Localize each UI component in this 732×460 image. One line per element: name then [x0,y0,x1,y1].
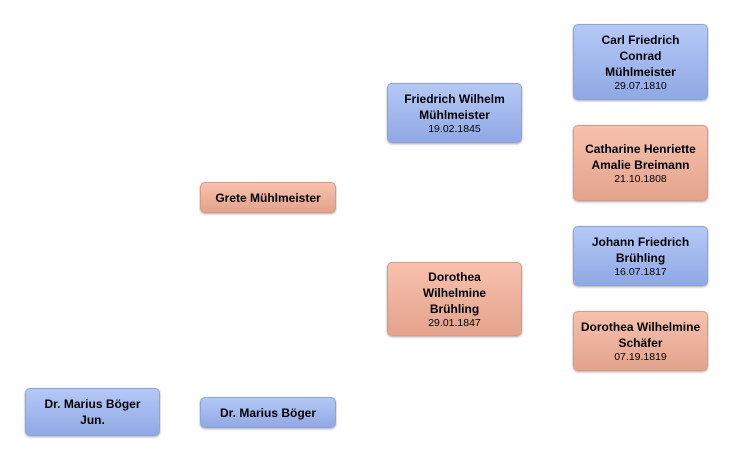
birth-date: 16.07.1817 [614,265,667,278]
person-name: Carl Friedrich Conrad Mühlmeister [601,32,680,79]
birth-date: 07.19.1819 [614,350,667,363]
person-card-father[interactable]: Dr. Marius Böger [200,397,336,428]
person-card-maternal-grandfather[interactable]: Friedrich Wilhelm Mühlmeister 19.02.1845 [387,83,522,143]
person-card-maternal-grandmother[interactable]: Dorothea Wilhelmine Brühling 29.01.1847 [387,262,522,336]
person-name: Dr. Marius Böger [219,405,317,420]
person-card-great-grandmother-1[interactable]: Catharine Henriette Amalie Breimann 21.1… [573,125,708,201]
person-card-great-grandfather-1[interactable]: Carl Friedrich Conrad Mühlmeister 29.07.… [573,24,708,100]
birth-date: 29.07.1810 [614,79,667,92]
person-name: Dorothea Wilhelmine Brühling [422,269,487,316]
person-card-root[interactable]: Dr. Marius Böger Jun. [25,388,160,436]
person-name: Grete Mühlmeister [215,190,321,205]
person-card-mother[interactable]: Grete Mühlmeister [200,182,336,213]
person-name: Friedrich Wilhelm Mühlmeister [404,91,505,122]
person-name: Johann Friedrich Brühling [591,234,690,265]
person-card-great-grandfather-2[interactable]: Johann Friedrich Brühling 16.07.1817 [573,226,708,286]
birth-date: 19.02.1845 [428,122,481,135]
person-card-great-grandmother-2[interactable]: Dorothea Wilhelmine Schäfer 07.19.1819 [573,311,708,371]
person-name: Catharine Henriette Amalie Breimann [585,141,696,172]
person-name: Dr. Marius Böger Jun. [44,397,141,427]
birth-date: 29.01.1847 [428,316,481,329]
person-name: Dorothea Wilhelmine Schäfer [580,319,701,350]
birth-date: 21.10.1808 [614,172,667,185]
